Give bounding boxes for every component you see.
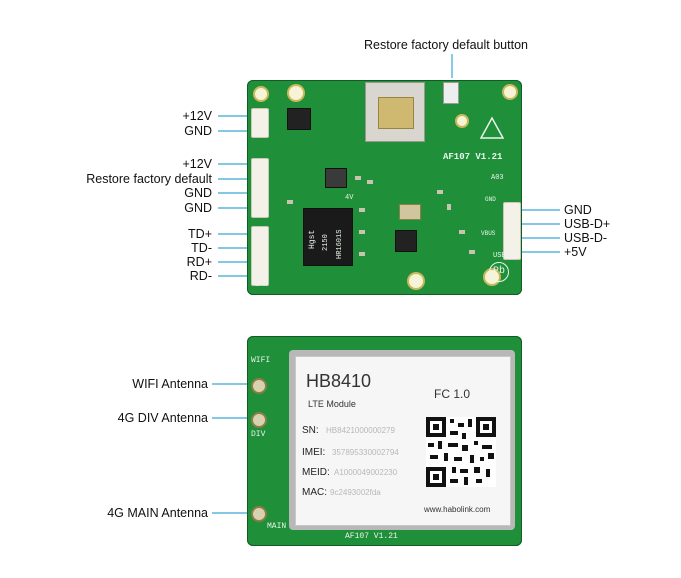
value-meid: A1000049002230 — [334, 468, 398, 477]
top-silk-model: AF107 V1.21 — [443, 152, 503, 162]
label-rd-minus: RD- — [189, 269, 212, 283]
label-12v-1: +12V — [182, 109, 212, 123]
module-website: www.habolink.com — [424, 505, 491, 514]
lte-module-label: HB8410 LTE Module FC 1.0 SN: HB842100000… — [295, 356, 511, 526]
mount-hole — [502, 84, 518, 100]
value-imei: 357895330002794 — [332, 448, 399, 457]
lan-connector — [251, 226, 269, 286]
silk-4v: 4V — [345, 194, 354, 202]
transformer-brand: Hgst — [308, 229, 317, 249]
field-mac: MAC: — [302, 487, 327, 498]
label-4g-main-antenna: 4G MAIN Antenna — [107, 506, 208, 520]
label-usb-d-minus: USB-D- — [564, 231, 608, 245]
power-connector-2 — [251, 158, 269, 218]
silk-pb: Pb — [489, 262, 509, 282]
label-12v-2: +12V — [182, 157, 212, 171]
value-mac: 9c2493002fda — [330, 488, 381, 497]
usb-connector — [503, 202, 521, 260]
label-gnd-2: GND — [184, 186, 212, 200]
module-type: LTE Module — [308, 399, 356, 409]
label-4g-div-antenna: 4G DIV Antenna — [117, 411, 208, 425]
qr-code — [426, 417, 496, 487]
label-gnd-1: GND — [184, 124, 212, 138]
mount-hole — [407, 272, 425, 290]
label-restore-default: Restore factory default — [86, 172, 212, 186]
module-name: HB8410 — [306, 371, 372, 391]
label-5v: +5V — [564, 245, 587, 259]
module-fc: FC 1.0 — [434, 387, 471, 401]
field-meid: MEID: — [302, 467, 330, 478]
regulator-chip — [287, 108, 311, 130]
field-imei: IMEI: — [302, 447, 326, 458]
restore-button-callout: Restore factory default button — [364, 38, 528, 52]
label-td-plus: TD+ — [188, 227, 212, 241]
ethernet-ic — [395, 230, 417, 252]
label-usb-d-plus: USB-D+ — [564, 217, 611, 231]
wifi-antenna-connector — [251, 378, 267, 394]
main-antenna-connector — [251, 506, 267, 522]
top-pcb-board: Hgst 2150 HR1601S AF107 V1.21 A03 4V GND… — [247, 80, 522, 295]
silk-wifi: WIFI — [251, 356, 271, 365]
silk-vbus: VBUS — [481, 230, 496, 237]
label-td-minus: TD- — [191, 241, 212, 255]
bottom-pcb-board: WIFI DIV MAIN AF107 V1.21 HB8410 LTE Mod… — [247, 336, 522, 546]
label-rd-plus: RD+ — [186, 255, 212, 269]
lan-transformer: Hgst 2150 HR1601S — [303, 208, 353, 266]
mount-hole — [287, 84, 305, 102]
silk-usb: USB — [493, 252, 506, 260]
silk-a03: A03 — [491, 174, 504, 182]
sim-card-slot — [365, 82, 425, 142]
silk-lan: LAN — [255, 281, 268, 289]
restore-default-button[interactable] — [443, 82, 459, 104]
bottom-silk-model: AF107 V1.21 — [345, 532, 398, 541]
silk-main: MAIN — [267, 522, 287, 531]
crystal — [399, 204, 421, 220]
field-sn: SN: — [302, 425, 319, 436]
transformer-part: HR1601S — [336, 229, 344, 259]
mount-hole — [455, 114, 469, 128]
esd-warning-icon — [479, 116, 505, 139]
div-antenna-connector — [251, 412, 267, 428]
transformer-code: 2150 — [322, 234, 330, 251]
inductor — [325, 168, 347, 188]
label-wifi-antenna: WIFI Antenna — [132, 377, 208, 391]
silk-gnd: GND — [485, 196, 496, 203]
label-gnd-usb: GND — [564, 203, 592, 217]
value-sn: HB8421000000279 — [326, 426, 395, 435]
silk-div: DIV — [251, 430, 266, 439]
mount-hole — [253, 86, 269, 102]
power-connector-1 — [251, 108, 269, 138]
label-gnd-3: GND — [184, 201, 212, 215]
